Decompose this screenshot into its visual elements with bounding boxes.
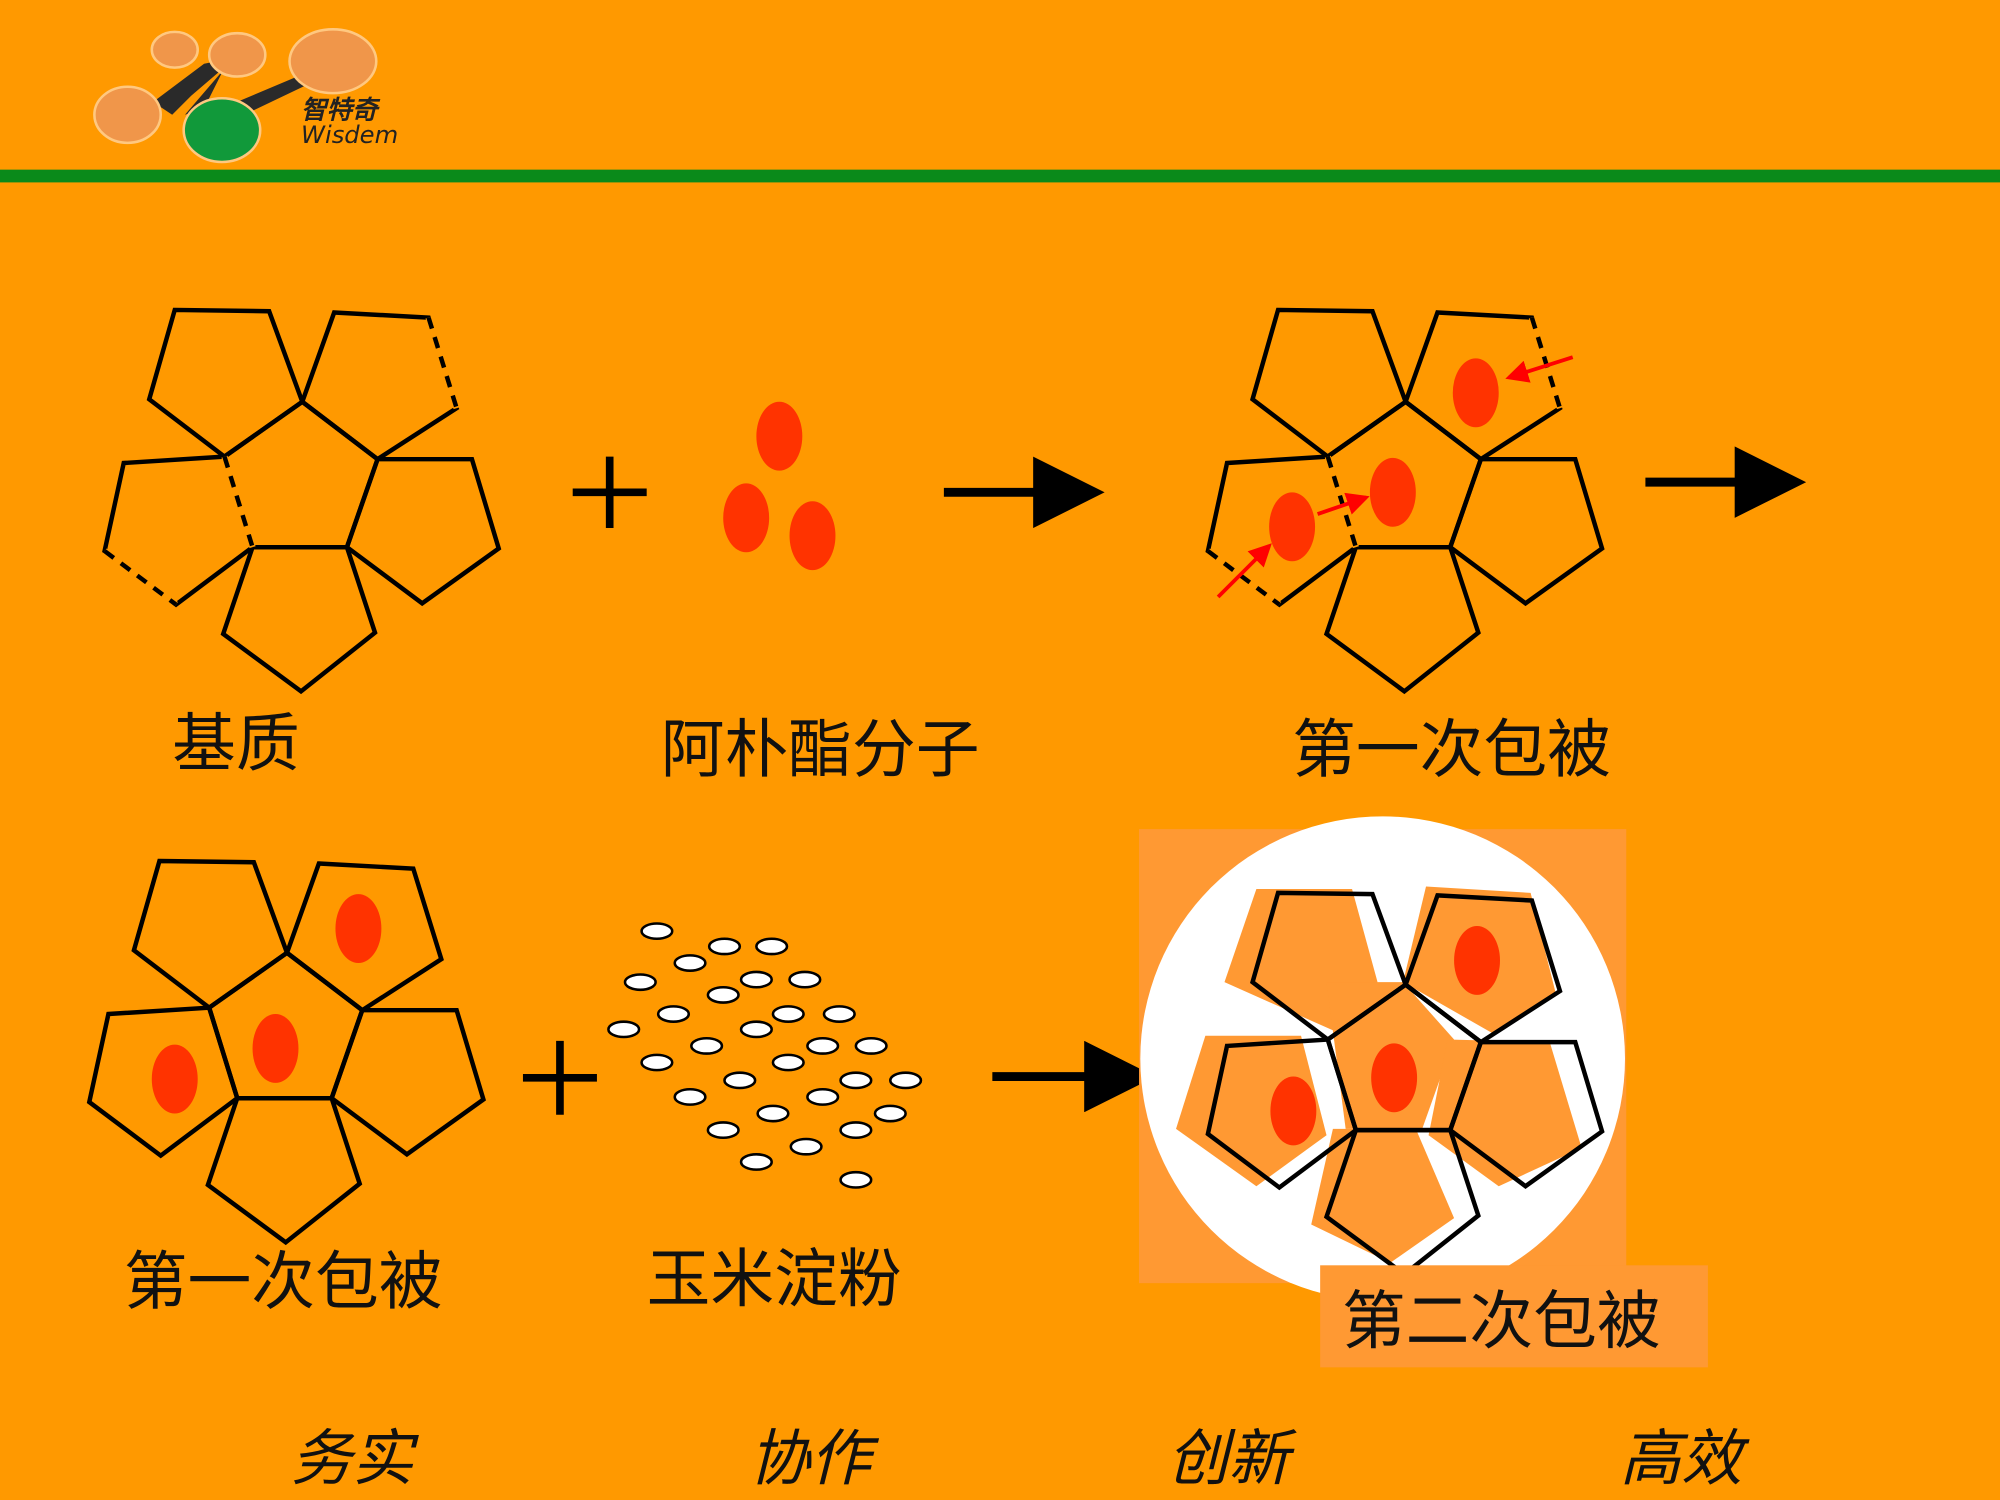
starch-granule — [822, 1005, 856, 1023]
first-coating-cluster-2 — [89, 861, 483, 1242]
first-coating-label: 第一次包被 — [1292, 714, 1611, 788]
logo-en: Wisdem — [301, 121, 398, 149]
starch-granule — [739, 1020, 773, 1039]
starch-granule — [806, 1088, 840, 1106]
starch-granule — [755, 937, 789, 956]
starch-granule — [723, 1071, 757, 1090]
first-coating-cluster — [1208, 310, 1602, 691]
starch-label: 玉米淀粉 — [647, 1243, 902, 1317]
logo-cn: 智特奇 — [301, 96, 381, 126]
starch-granule — [873, 1104, 907, 1123]
second-coating-label-bg — [1320, 1265, 1708, 1368]
header-rule — [0, 169, 2000, 183]
starch-granule — [673, 1088, 707, 1106]
starch-granule — [771, 1053, 805, 1072]
starch-granule — [739, 970, 773, 989]
starch-granule — [854, 1036, 888, 1055]
starch-granule — [839, 1121, 873, 1140]
corn-starch-granules — [607, 922, 923, 1189]
starch-granule — [706, 1121, 740, 1140]
starch-granule — [640, 1053, 674, 1072]
starch-granule — [889, 1071, 923, 1090]
starch-granule — [706, 985, 740, 1004]
first-coating-label-2: 第一次包被 — [124, 1246, 443, 1320]
substrate-label: 基质 — [172, 707, 300, 781]
molecules — [723, 401, 836, 571]
starch-granule — [806, 1036, 840, 1055]
starch-granule — [756, 1104, 790, 1123]
footer-motto-2: 协作 — [749, 1424, 880, 1495]
starch-granule — [707, 937, 742, 956]
starch-granule — [690, 1036, 724, 1055]
starch-granule — [839, 1170, 873, 1189]
wisdem-logo: 智特奇 Wisdem — [93, 28, 398, 164]
footer-motto-1: 务实 — [291, 1424, 419, 1495]
second-coating-label: 第二次包被 — [1342, 1285, 1661, 1359]
footer-motto-4: 高效 — [1620, 1424, 1750, 1495]
starch-granule — [839, 1071, 873, 1090]
starch-granule — [607, 1020, 641, 1039]
starch-granule — [771, 1005, 805, 1023]
starch-granule — [789, 1137, 823, 1156]
starch-granule — [673, 954, 707, 972]
starch-granule — [623, 973, 657, 992]
second-coating-product — [1139, 816, 1627, 1302]
plus-sign-2 — [522, 1040, 597, 1115]
molecule-label: 阿朴酯分子 — [661, 714, 980, 788]
starch-granule — [640, 922, 674, 941]
starch-granule — [656, 1005, 691, 1023]
starch-granule — [739, 1153, 773, 1171]
starch-granule — [788, 970, 822, 989]
plus-sign-1 — [572, 456, 647, 529]
footer-motto-3: 创新 — [1167, 1424, 1297, 1495]
